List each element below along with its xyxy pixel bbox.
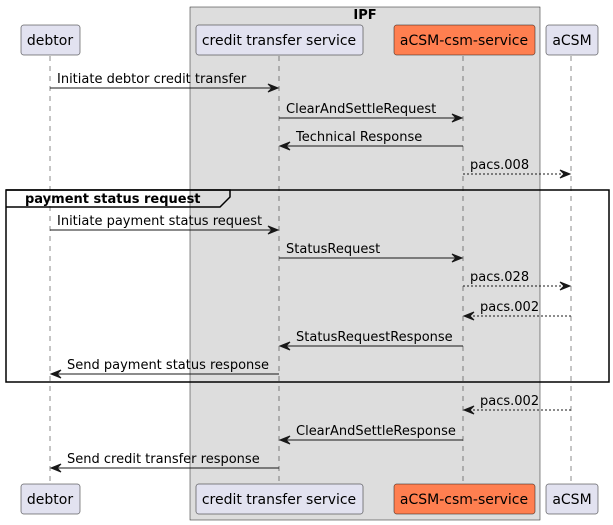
message-arrow-head (267, 83, 280, 93)
messages: Initiate debtor credit transferClearAndS… (49, 72, 572, 473)
message: Technical Response (278, 130, 463, 151)
message: StatusRequest (279, 242, 464, 263)
message: pacs.028 (463, 270, 572, 291)
participant-label: aCSM (552, 492, 591, 508)
participant-label: aCSM (552, 33, 591, 49)
ipf-box-title: IPF (353, 8, 376, 23)
participant-label: credit transfer service (202, 492, 356, 508)
message-arrow-head (451, 253, 464, 263)
message-arrow-head (49, 463, 62, 473)
message-label: pacs.028 (470, 270, 529, 285)
participant-debtor-bottom: debtor (20, 483, 81, 515)
participant-label: debtor (27, 492, 73, 508)
participant-label: aCSM-csm-service (400, 492, 528, 508)
participant-label: debtor (27, 33, 73, 49)
participants-top: debtor credit transfer service aCSM-csm-… (20, 24, 599, 56)
participant-debtor-top: debtor (20, 24, 81, 56)
message: Initiate payment status request (50, 214, 280, 235)
message-arrow-head (278, 141, 291, 151)
message-label: pacs.002 (480, 300, 539, 315)
participant-acsm-csm-service-top: aCSM-csm-service (393, 24, 536, 56)
participant-acsm-bottom: aCSM (545, 483, 599, 515)
message: StatusRequestResponse (278, 330, 463, 351)
message-arrow-head (451, 113, 464, 123)
group-frame: payment status request (5, 189, 610, 383)
message-label: Initiate debtor credit transfer (57, 72, 247, 87)
message: ClearAndSettleRequest (279, 102, 464, 123)
message-label: pacs.002 (480, 394, 539, 409)
message-label: StatusRequest (286, 242, 380, 257)
participants-bottom: debtor credit transfer service aCSM-csm-… (20, 483, 599, 515)
message-label: Technical Response (295, 130, 422, 145)
message-label: Send payment status response (67, 358, 269, 373)
message: Send credit transfer response (49, 452, 279, 473)
message: pacs.002 (462, 300, 571, 321)
participant-label: credit transfer service (202, 33, 356, 49)
participant-acsm-top: aCSM (545, 24, 599, 56)
participant-acsm-csm-service-bottom: aCSM-csm-service (393, 483, 536, 515)
message-arrow-head (267, 225, 280, 235)
participant-credit-transfer-service-top: credit transfer service (195, 24, 364, 56)
participant-credit-transfer-service-bottom: credit transfer service (195, 483, 364, 515)
group-frame-tab (6, 189, 231, 208)
message-arrow-head (278, 341, 291, 351)
group-frame-border (5, 189, 610, 383)
participant-label: aCSM-csm-service (400, 33, 528, 49)
message-arrow-head (278, 435, 291, 445)
group-title: payment status request (25, 192, 201, 207)
message: Initiate debtor credit transfer (50, 72, 280, 93)
message-label: pacs.008 (470, 158, 529, 173)
message-arrow-head (462, 311, 475, 321)
message-arrow-head (559, 169, 572, 179)
message-label: StatusRequestResponse (296, 330, 453, 345)
message-label: ClearAndSettleRequest (286, 102, 436, 117)
message-label: Initiate payment status request (57, 214, 262, 229)
message: ClearAndSettleResponse (278, 424, 463, 445)
message-label: ClearAndSettleResponse (296, 424, 456, 439)
ipf-box (189, 6, 541, 521)
message: pacs.002 (462, 394, 571, 415)
message: Send payment status response (49, 358, 279, 379)
message: pacs.008 (463, 158, 572, 179)
message-arrow-head (49, 369, 62, 379)
lifelines (49, 56, 572, 484)
message-arrow-head (462, 405, 475, 415)
message-label: Send credit transfer response (67, 452, 260, 467)
message-arrow-head (559, 281, 572, 291)
